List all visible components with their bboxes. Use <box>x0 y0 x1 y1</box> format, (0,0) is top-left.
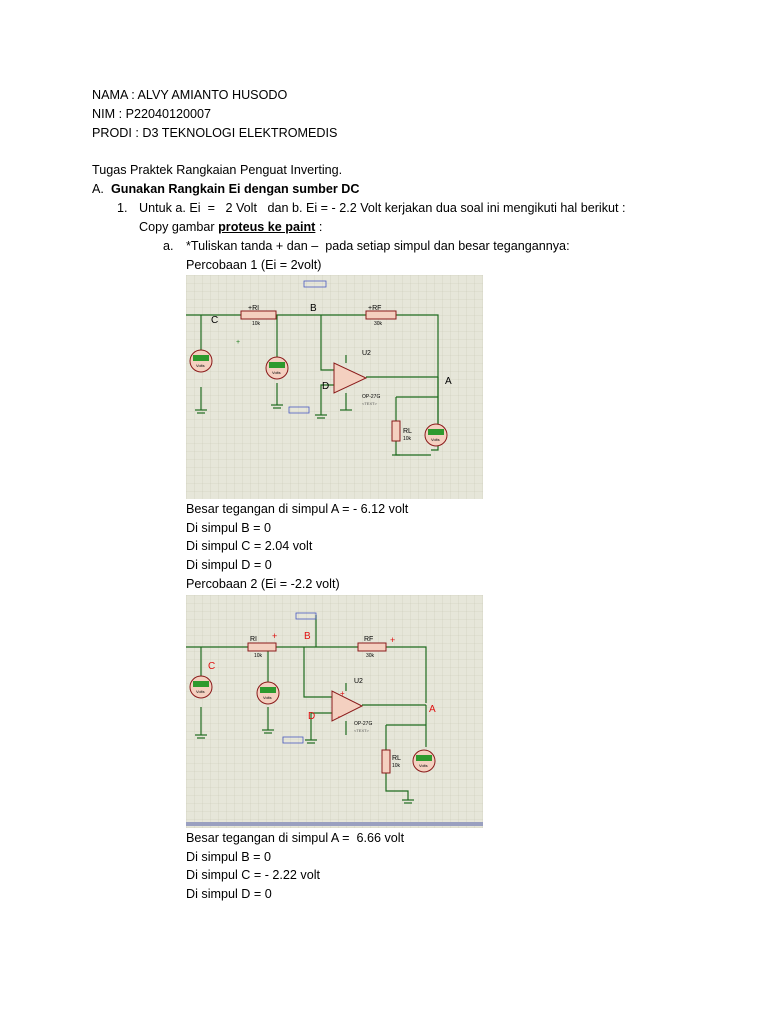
exp1-node-c: C <box>211 315 218 326</box>
exp2-node-b: B <box>304 631 311 642</box>
section-heading: Gunakan Rangkain Ei dengan sumber DC <box>111 182 360 196</box>
exp2-opamp-label: OP-27G <box>354 721 372 727</box>
student-name: NAMA : ALVY AMIANTO HUSODO <box>92 88 288 102</box>
exp2-ri-value: 10k <box>254 653 263 659</box>
exp2-rf-value: 30k <box>366 653 375 659</box>
copy-instruction: Copy gambar proteus ke paint : <box>139 218 322 237</box>
exp2-ri-label: RI <box>250 636 257 643</box>
exp2-result-b: Di simpul B = 0 <box>186 850 272 864</box>
exp1-node-d: D <box>322 381 329 392</box>
exp1-opamp-text: <TEXT> <box>362 401 378 406</box>
item-marker: 1. <box>117 201 128 215</box>
exp2-u2-label: U2 <box>354 678 363 685</box>
exp1-rf-label: +RF <box>368 305 381 312</box>
exp1-rf-value: 30k <box>374 321 383 327</box>
exp1-result-c: Di simpul C = 2.04 volt <box>186 539 313 553</box>
sub-item-marker: a. <box>163 239 174 253</box>
exp2-rl-value: 10k <box>392 763 401 769</box>
task-title: Tugas Praktek Rangkaian Penguat Invertin… <box>92 163 343 177</box>
exp1-opamp-label: OP-27G <box>362 394 380 400</box>
exp1-node-b: B <box>310 303 317 314</box>
sub-item-text: *Tuliskan tanda + dan – pada setiap simp… <box>186 239 570 253</box>
exp1-meter-b-label: Volts <box>272 370 281 375</box>
svg-text:+: + <box>390 635 395 645</box>
exp1-result-b: Di simpul B = 0 <box>186 521 272 535</box>
exp2-meter-b-label: Volts <box>263 695 272 700</box>
exp2-circuit-figure: + + + - C B D A RI RF 10k 30k U2 RL 10k … <box>186 595 483 828</box>
exp1-ri-label: +RI <box>248 305 259 312</box>
exp2-meter-a-label: Volts <box>419 763 428 768</box>
exp1-meter-a-label: Volts <box>431 437 440 442</box>
copy-suffix: : <box>315 220 323 234</box>
exp2-opamp-text: <TEXT> <box>354 728 370 733</box>
exp1-u2-label: U2 <box>362 350 371 357</box>
item-text: Untuk a. Ei = 2 Volt dan b. Ei = - 2.2 V… <box>139 201 626 215</box>
exp2-result-a: Besar tegangan di simpul A = 6.66 volt <box>186 831 405 845</box>
exp1-ri-value: 10k <box>252 321 261 327</box>
exp2-rf-label: RF <box>364 636 373 643</box>
exp2-title: Percobaan 2 (Ei = -2.2 volt) <box>186 577 340 591</box>
copy-bold: proteus ke paint <box>218 220 316 234</box>
svg-text:-: - <box>338 712 341 721</box>
exp1-meter-c-label: Volts <box>196 363 205 368</box>
student-nim: NIM : P22040120007 <box>92 107 212 121</box>
exp2-node-c: C <box>208 661 215 672</box>
section-marker: A. <box>92 182 104 196</box>
exp2-node-d: D <box>308 711 315 722</box>
student-prodi: PRODI : D3 TEKNOLOGI ELEKTROMEDIS <box>92 126 338 140</box>
copy-prefix: Copy gambar <box>139 220 219 234</box>
exp2-meter-c-label: Volts <box>196 689 205 694</box>
exp1-result-d: Di simpul D = 0 <box>186 558 272 572</box>
exp2-node-a: A <box>429 704 436 715</box>
exp1-rl-label: RL <box>403 428 412 435</box>
svg-text:+: + <box>272 631 277 641</box>
exp1-rl-value: 10k <box>403 436 412 442</box>
exp1-node-a: A <box>445 376 452 387</box>
svg-text:+: + <box>340 689 345 698</box>
exp1-circuit-svg: + C B D A +RI +RF 10k 30k U2 RL 10k OP-2… <box>186 275 483 499</box>
svg-text:+: + <box>236 339 240 346</box>
exp2-result-d: Di simpul D = 0 <box>186 887 272 901</box>
exp2-rl-label: RL <box>392 755 401 762</box>
exp1-result-a: Besar tegangan di simpul A = - 6.12 volt <box>186 502 409 516</box>
exp2-circuit-svg: + + + - C B D A RI RF 10k 30k U2 RL 10k … <box>186 595 483 828</box>
exp2-result-c: Di simpul C = - 2.22 volt <box>186 868 321 882</box>
exp1-title: Percobaan 1 (Ei = 2volt) <box>186 258 322 272</box>
exp1-circuit-figure: + C B D A +RI +RF 10k 30k U2 RL 10k OP-2… <box>186 275 483 499</box>
